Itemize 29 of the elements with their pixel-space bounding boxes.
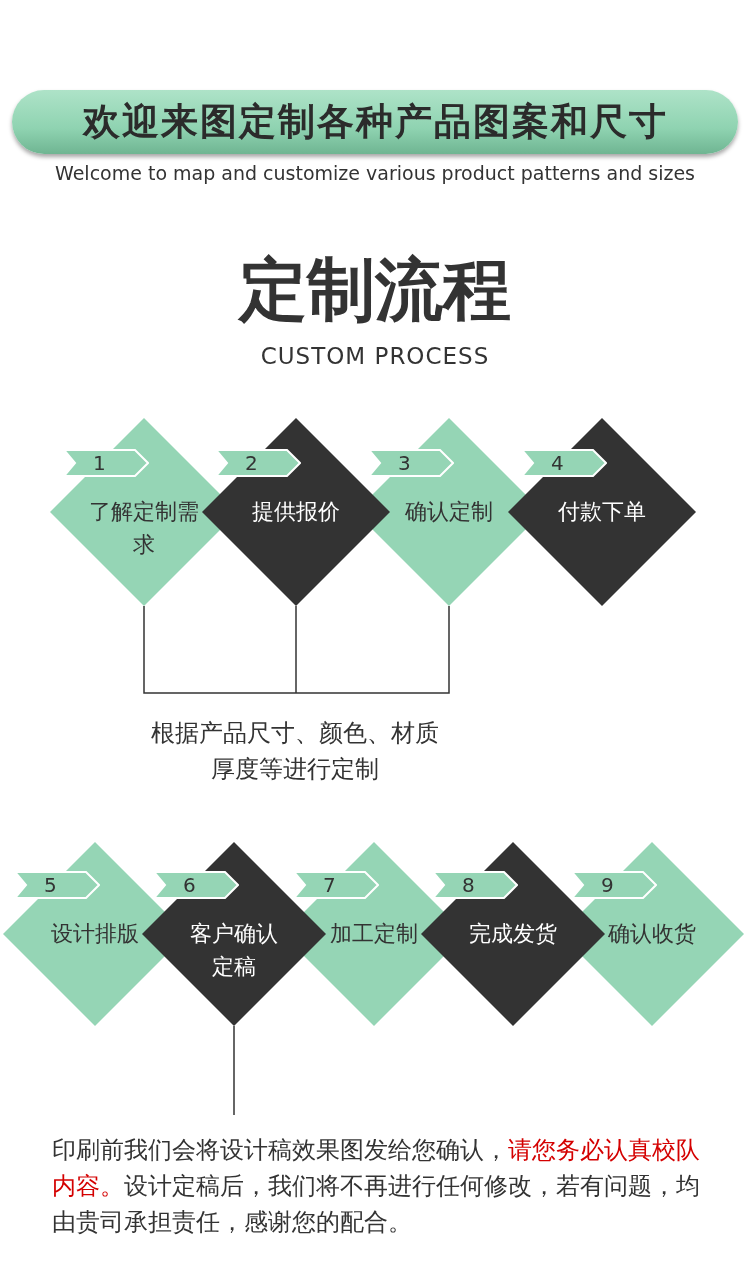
step-label: 客户确认定稿 <box>189 920 279 981</box>
step-label: 提供报价 <box>251 498 341 526</box>
step-number: 8 <box>462 872 475 899</box>
connector-line <box>295 605 450 694</box>
step-number: 2 <box>245 450 258 477</box>
step-label: 确认收货 <box>607 920 697 948</box>
connector-line <box>233 1025 235 1116</box>
step-label: 付款下单 <box>557 498 647 526</box>
connector-line <box>143 605 297 694</box>
step-label: 设计排版 <box>50 920 140 948</box>
step-number: 3 <box>398 450 411 477</box>
subtitle: Welcome to map and customize various product patterns and sizes <box>55 162 695 184</box>
note-text: 印刷前我们会将设计稿效果图发给您确认，请您务必认真校队内容。设计定稿后，我们将不再进行任何修改，若有问题，均由贵司承担责任，感谢您的配合。 <box>52 1135 701 1238</box>
note-text: 根据产品尺寸、颜色、材质厚度等进行定制 <box>150 718 440 785</box>
step-label: 确认定制 <box>404 498 494 526</box>
step-label: 完成发货 <box>468 920 558 948</box>
step-label: 了解定制需求 <box>88 498 200 559</box>
subheading: CUSTOM PROCESS <box>260 343 490 369</box>
banner <box>12 90 738 154</box>
step-number: 1 <box>93 450 106 477</box>
step-number: 4 <box>551 450 564 477</box>
banner-text: 欢迎来图定制各种产品图案和尺寸 <box>82 99 668 145</box>
step-number: 7 <box>323 872 336 899</box>
title: 定制流程 <box>237 249 512 331</box>
step-number: 5 <box>44 872 57 899</box>
step-number: 9 <box>601 872 614 899</box>
connector-line <box>295 605 297 694</box>
step-label: 加工定制 <box>329 920 419 948</box>
step-number: 6 <box>183 872 196 899</box>
